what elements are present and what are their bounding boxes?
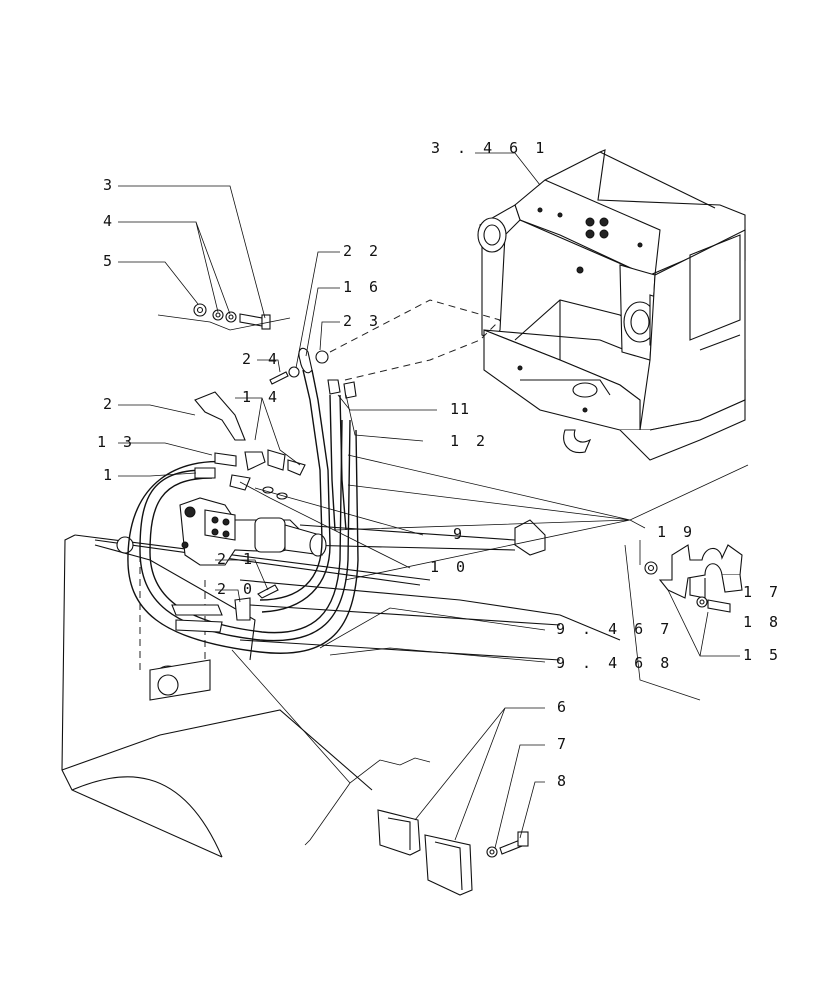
callout-22: 2 2	[343, 242, 382, 260]
wear-strips	[377, 809, 529, 896]
bucket	[61, 519, 621, 858]
loader-frame	[477, 149, 746, 461]
callout-20: 2 0	[217, 580, 256, 598]
callout-6: 6	[557, 698, 570, 716]
callout-labels: 3 . 4 6 1 3 4 5 2 2 1 6 2 3 2 4 1 4 2 11…	[97, 139, 782, 790]
callout-3: 3	[103, 176, 116, 194]
callout-9: 9	[453, 525, 466, 543]
callout-1: 1	[103, 466, 116, 484]
callout-3461: 3 . 4 6 1	[431, 139, 548, 157]
callout-9468: 9 . 4 6 8	[556, 654, 673, 672]
callout-24: 2 4	[242, 350, 281, 368]
callout-21: 2 1	[217, 550, 256, 568]
leader-lines	[118, 152, 749, 849]
callout-7: 7	[557, 735, 570, 753]
hose-clamp	[644, 544, 743, 613]
callout-14: 1 4	[242, 388, 281, 406]
callout-17: 1 7	[743, 583, 782, 601]
callout-10: 1 0	[430, 558, 469, 576]
callout-15: 1 5	[743, 646, 782, 664]
fittings	[171, 303, 357, 633]
callout-19: 1 9	[657, 523, 696, 541]
callout-23: 2 3	[343, 312, 382, 330]
callout-5: 5	[103, 252, 116, 270]
callout-4: 4	[103, 212, 116, 230]
hydraulic-motor-assembly	[179, 497, 327, 566]
callout-16: 1 6	[343, 278, 382, 296]
callout-8: 8	[557, 772, 570, 790]
callout-9467: 9 . 4 6 7	[556, 620, 673, 638]
callout-12: 1 2	[450, 432, 489, 450]
callout-18: 1 8	[743, 613, 782, 631]
callout-13: 1 3	[97, 433, 136, 451]
callout-2: 2	[103, 395, 116, 413]
callout-11: 11	[450, 400, 470, 418]
